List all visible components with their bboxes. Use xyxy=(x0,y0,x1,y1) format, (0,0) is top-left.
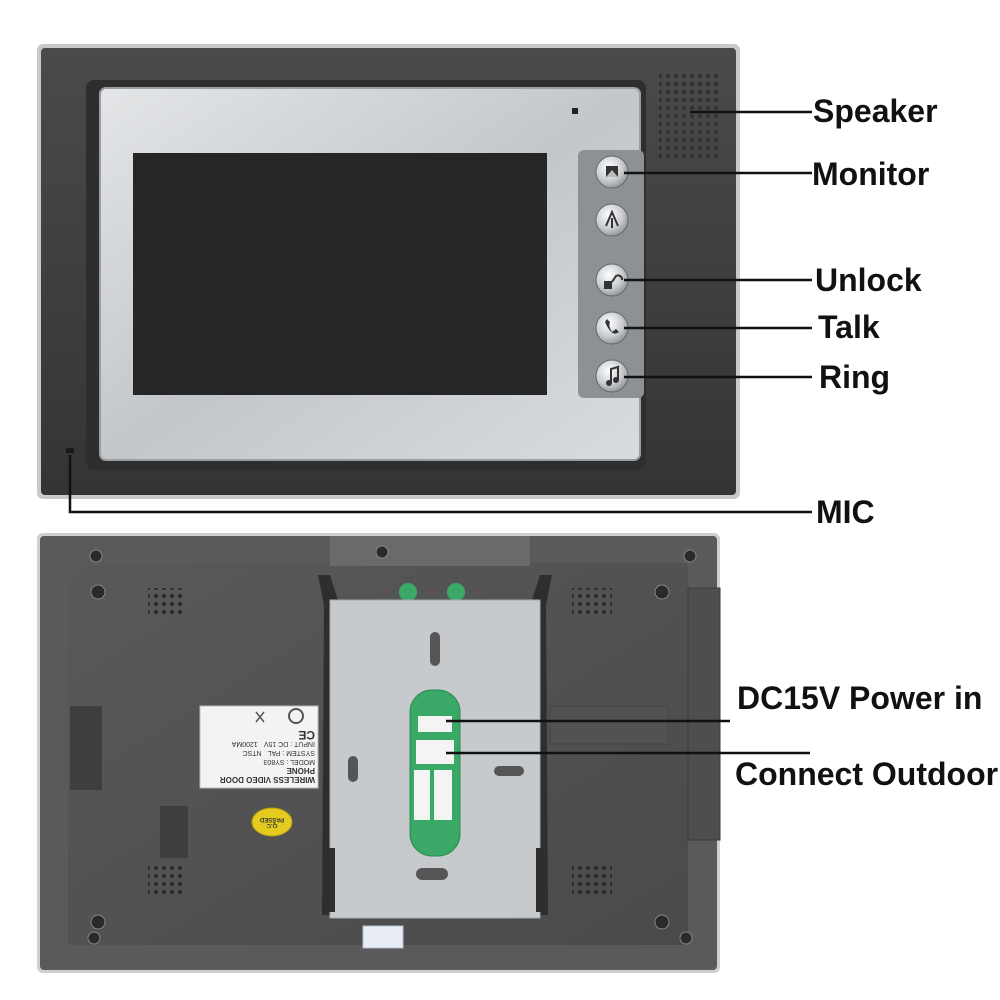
callout-lines xyxy=(68,110,812,755)
vent-bottom-right xyxy=(572,866,612,894)
monitor-icon xyxy=(606,166,618,177)
ring-button[interactable] xyxy=(595,359,629,393)
back-unit xyxy=(37,533,721,973)
side-edge xyxy=(687,587,721,841)
talk-button[interactable] xyxy=(595,311,629,345)
sticker-ce: CE xyxy=(298,728,315,742)
plate-slot-top xyxy=(430,632,440,666)
monitor-label: Monitor xyxy=(812,156,930,192)
ring-icon xyxy=(606,365,619,386)
plate-slot-right xyxy=(494,766,524,776)
mic-label: MIC xyxy=(816,494,875,530)
speaker-label: Speaker xyxy=(813,93,938,129)
ring-label: Ring xyxy=(819,359,891,395)
label-sticker xyxy=(199,705,319,789)
brand-logo xyxy=(288,708,304,724)
sticker-current: 1200MA xyxy=(231,740,258,747)
sticker-system: SYSTEM : PAL xyxy=(267,749,315,756)
right-recess xyxy=(549,705,669,745)
vent-top-left xyxy=(148,588,186,616)
unlock-button[interactable] xyxy=(595,263,629,297)
screws xyxy=(87,545,697,945)
vent-bottom-left xyxy=(148,866,186,894)
terminal-left xyxy=(399,583,417,601)
qc-sticker-text: Q.C PASSED xyxy=(259,816,285,828)
sticker-product: WIRELESS VIDEO DOOR PHONE xyxy=(219,766,315,784)
intercom-icon xyxy=(605,209,619,228)
vent-top-right xyxy=(572,588,612,616)
bottom-slot xyxy=(160,806,188,858)
unlock-icon xyxy=(604,274,624,289)
lcd-screen xyxy=(133,153,547,395)
pcb-board xyxy=(409,689,461,857)
top-mount-tab xyxy=(330,536,530,566)
power-connector xyxy=(418,716,452,732)
weee-icon xyxy=(255,711,265,723)
talk-icon xyxy=(605,319,619,334)
side-slot xyxy=(70,706,102,790)
mic-hole xyxy=(66,448,74,453)
monitor-button[interactable] xyxy=(595,155,629,189)
dc-power-label: DC15V Power in xyxy=(737,680,983,716)
label-sticker-text: WIRELESS VIDEO DOOR PHONE MODEL : SY803 … xyxy=(203,716,315,784)
barcode-sticker xyxy=(362,925,404,949)
terminal-right xyxy=(447,583,465,601)
front-unit xyxy=(37,44,740,499)
speaker-grille xyxy=(659,70,721,160)
unlock-label: Unlock xyxy=(815,262,922,298)
sticker-ntsc: NTSC xyxy=(242,749,262,756)
connect-outdoor-label: Connect Outdoor xyxy=(735,756,999,792)
sensor-dot xyxy=(572,108,578,114)
talk-label: Talk xyxy=(818,309,880,345)
plate-slot-bottom xyxy=(416,868,448,880)
qc-sticker xyxy=(251,807,293,837)
plate-slot-left xyxy=(348,756,358,782)
intercom-button[interactable] xyxy=(595,203,629,237)
sticker-model: MODEL : SY803 xyxy=(263,758,316,765)
